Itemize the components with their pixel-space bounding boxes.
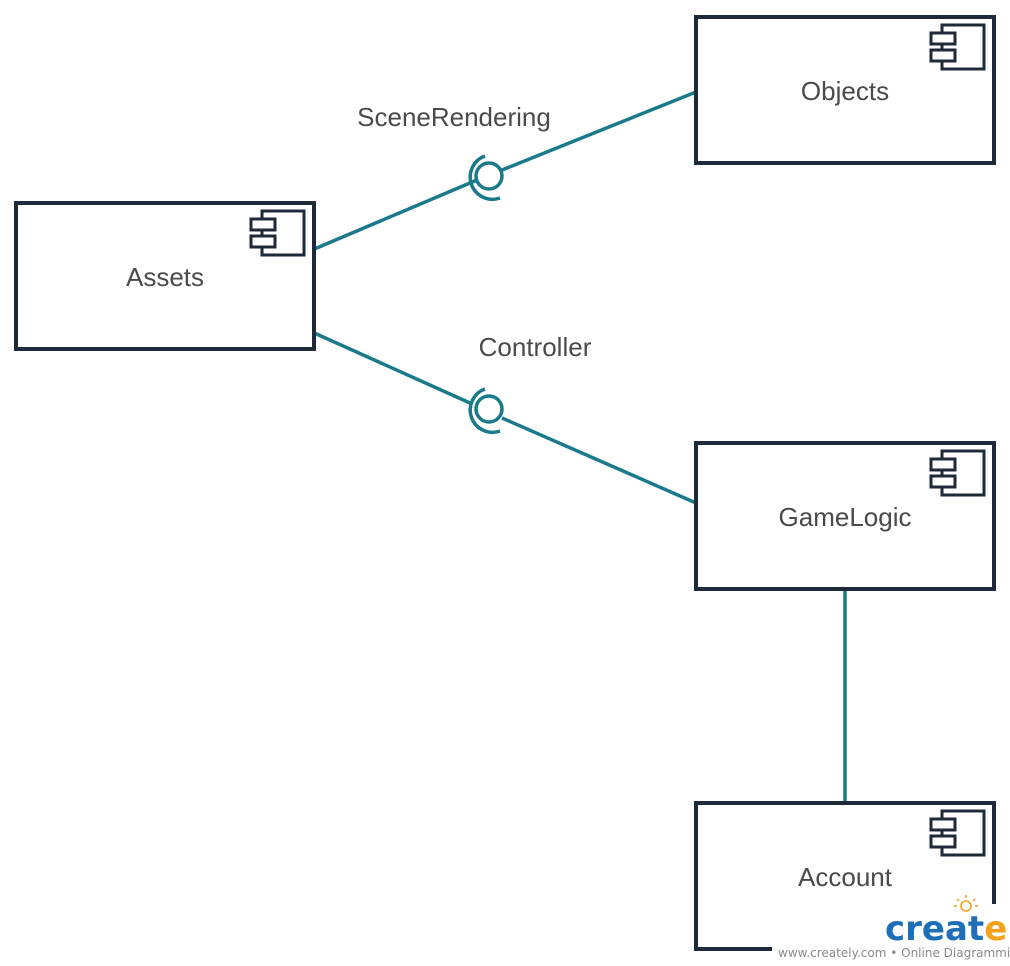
component-icon bbox=[929, 23, 986, 71]
lightbulb-icon bbox=[954, 895, 978, 912]
interface-scenerendering-symbol[interactable] bbox=[468, 154, 504, 202]
interface-label-controller: Controller bbox=[479, 332, 592, 362]
interface-socket bbox=[468, 387, 501, 435]
component-label: GameLogic bbox=[779, 502, 912, 532]
component-label: Objects bbox=[801, 76, 889, 106]
component-icon bbox=[929, 809, 986, 857]
watermark-url: www.creately.com • Online Diagramming bbox=[778, 946, 1010, 960]
component-icon bbox=[249, 209, 306, 257]
logo-part-e: e bbox=[984, 909, 1007, 949]
component-label: Assets bbox=[126, 262, 204, 292]
component-assets[interactable]: Assets bbox=[14, 201, 316, 351]
connector-assets-controller[interactable] bbox=[311, 330, 471, 405]
connectors bbox=[311, 90, 847, 802]
connector-scenerendering-objects[interactable] bbox=[501, 90, 697, 172]
watermark-backdrop bbox=[772, 904, 1008, 964]
component-label: Account bbox=[798, 862, 893, 892]
component-gamelogic[interactable]: GameLogic bbox=[694, 441, 996, 591]
logo-part-2: ly bbox=[1007, 909, 1010, 949]
logo-part-1: creat bbox=[885, 909, 984, 949]
creately-watermark: creately www.creately.com • Online Diagr… bbox=[772, 895, 1010, 964]
interface-socket bbox=[468, 154, 501, 202]
component-objects[interactable]: Objects bbox=[694, 15, 996, 165]
interface-ball bbox=[474, 161, 504, 191]
watermark-logo: creately bbox=[885, 909, 1010, 949]
connector-assets-scenerendering[interactable] bbox=[311, 178, 478, 252]
component-icon bbox=[929, 449, 986, 497]
interface-label-scenerendering: SceneRendering bbox=[357, 102, 551, 132]
interface-ball bbox=[474, 394, 504, 424]
connector-controller-gamelogic[interactable] bbox=[501, 416, 697, 505]
interface-controller-symbol[interactable] bbox=[468, 387, 504, 435]
